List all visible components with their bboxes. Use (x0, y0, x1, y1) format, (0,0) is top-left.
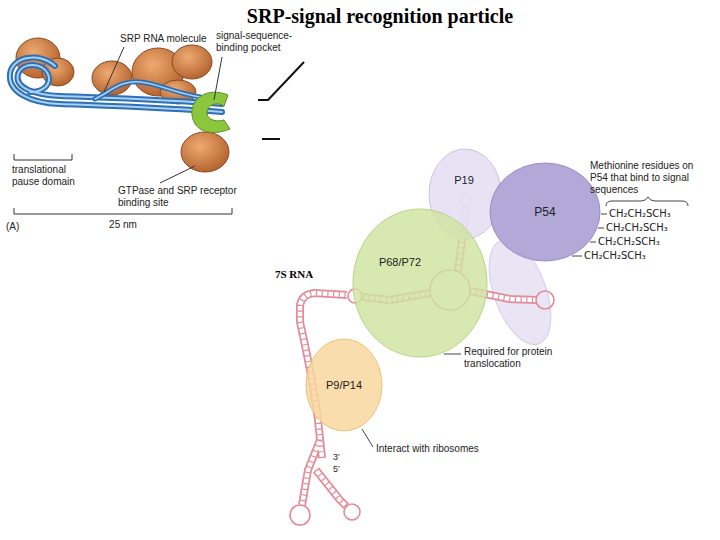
end-label: 3′ (333, 452, 340, 463)
panel-letter: (A) (6, 221, 19, 233)
protein-name: P19 (454, 174, 474, 187)
chemical-formula: CH₂CH₂SCH₃ (584, 250, 646, 262)
node-text-group: P68/P72 (379, 256, 421, 269)
protein-blob: P9/P14 (305, 338, 383, 432)
end-label: 5′ (333, 464, 340, 475)
node-text-group: P54 (534, 206, 555, 219)
part-label: GTPase and SRP receptor binding site (118, 185, 244, 209)
blob-outline (352, 208, 488, 358)
note-label: Required for protein translocation (464, 346, 564, 370)
blob-fill (306, 339, 382, 431)
part-label: signal-sequence-binding pocket (216, 30, 296, 54)
blob-fill (353, 209, 487, 357)
part-label: SRP RNA molecule (120, 33, 207, 45)
molecule-label: 7S RNA (275, 268, 313, 281)
chemical-formula: CH₂CH₂SCH₃ (606, 222, 668, 234)
dimension-label: 25 nm (109, 219, 137, 231)
chemical-formula: CH₂CH₂SCH₃ (609, 208, 671, 220)
diagram-title: SRP-signal recognition particle (247, 4, 513, 28)
protein-name: P68/P72 (379, 256, 421, 269)
protein-blob: P54 (489, 162, 601, 262)
protein-blob: P68/P72 (352, 208, 488, 358)
binding-pocket (192, 92, 230, 132)
callout-stubs (258, 62, 304, 139)
node-text-group: P19 (454, 174, 474, 187)
part-label: translational pause domain (12, 164, 84, 188)
blob-fill (490, 163, 600, 261)
protein-name: P9/P14 (326, 379, 362, 392)
protein-name: P54 (534, 206, 555, 219)
node-text-group: P9/P14 (326, 379, 362, 392)
note-label: Methionine residues on P54 that bind to … (590, 160, 706, 196)
chemical-formula: CH₂CH₂SCH₃ (598, 236, 660, 248)
note-label: Interact with ribosomes (376, 443, 479, 455)
